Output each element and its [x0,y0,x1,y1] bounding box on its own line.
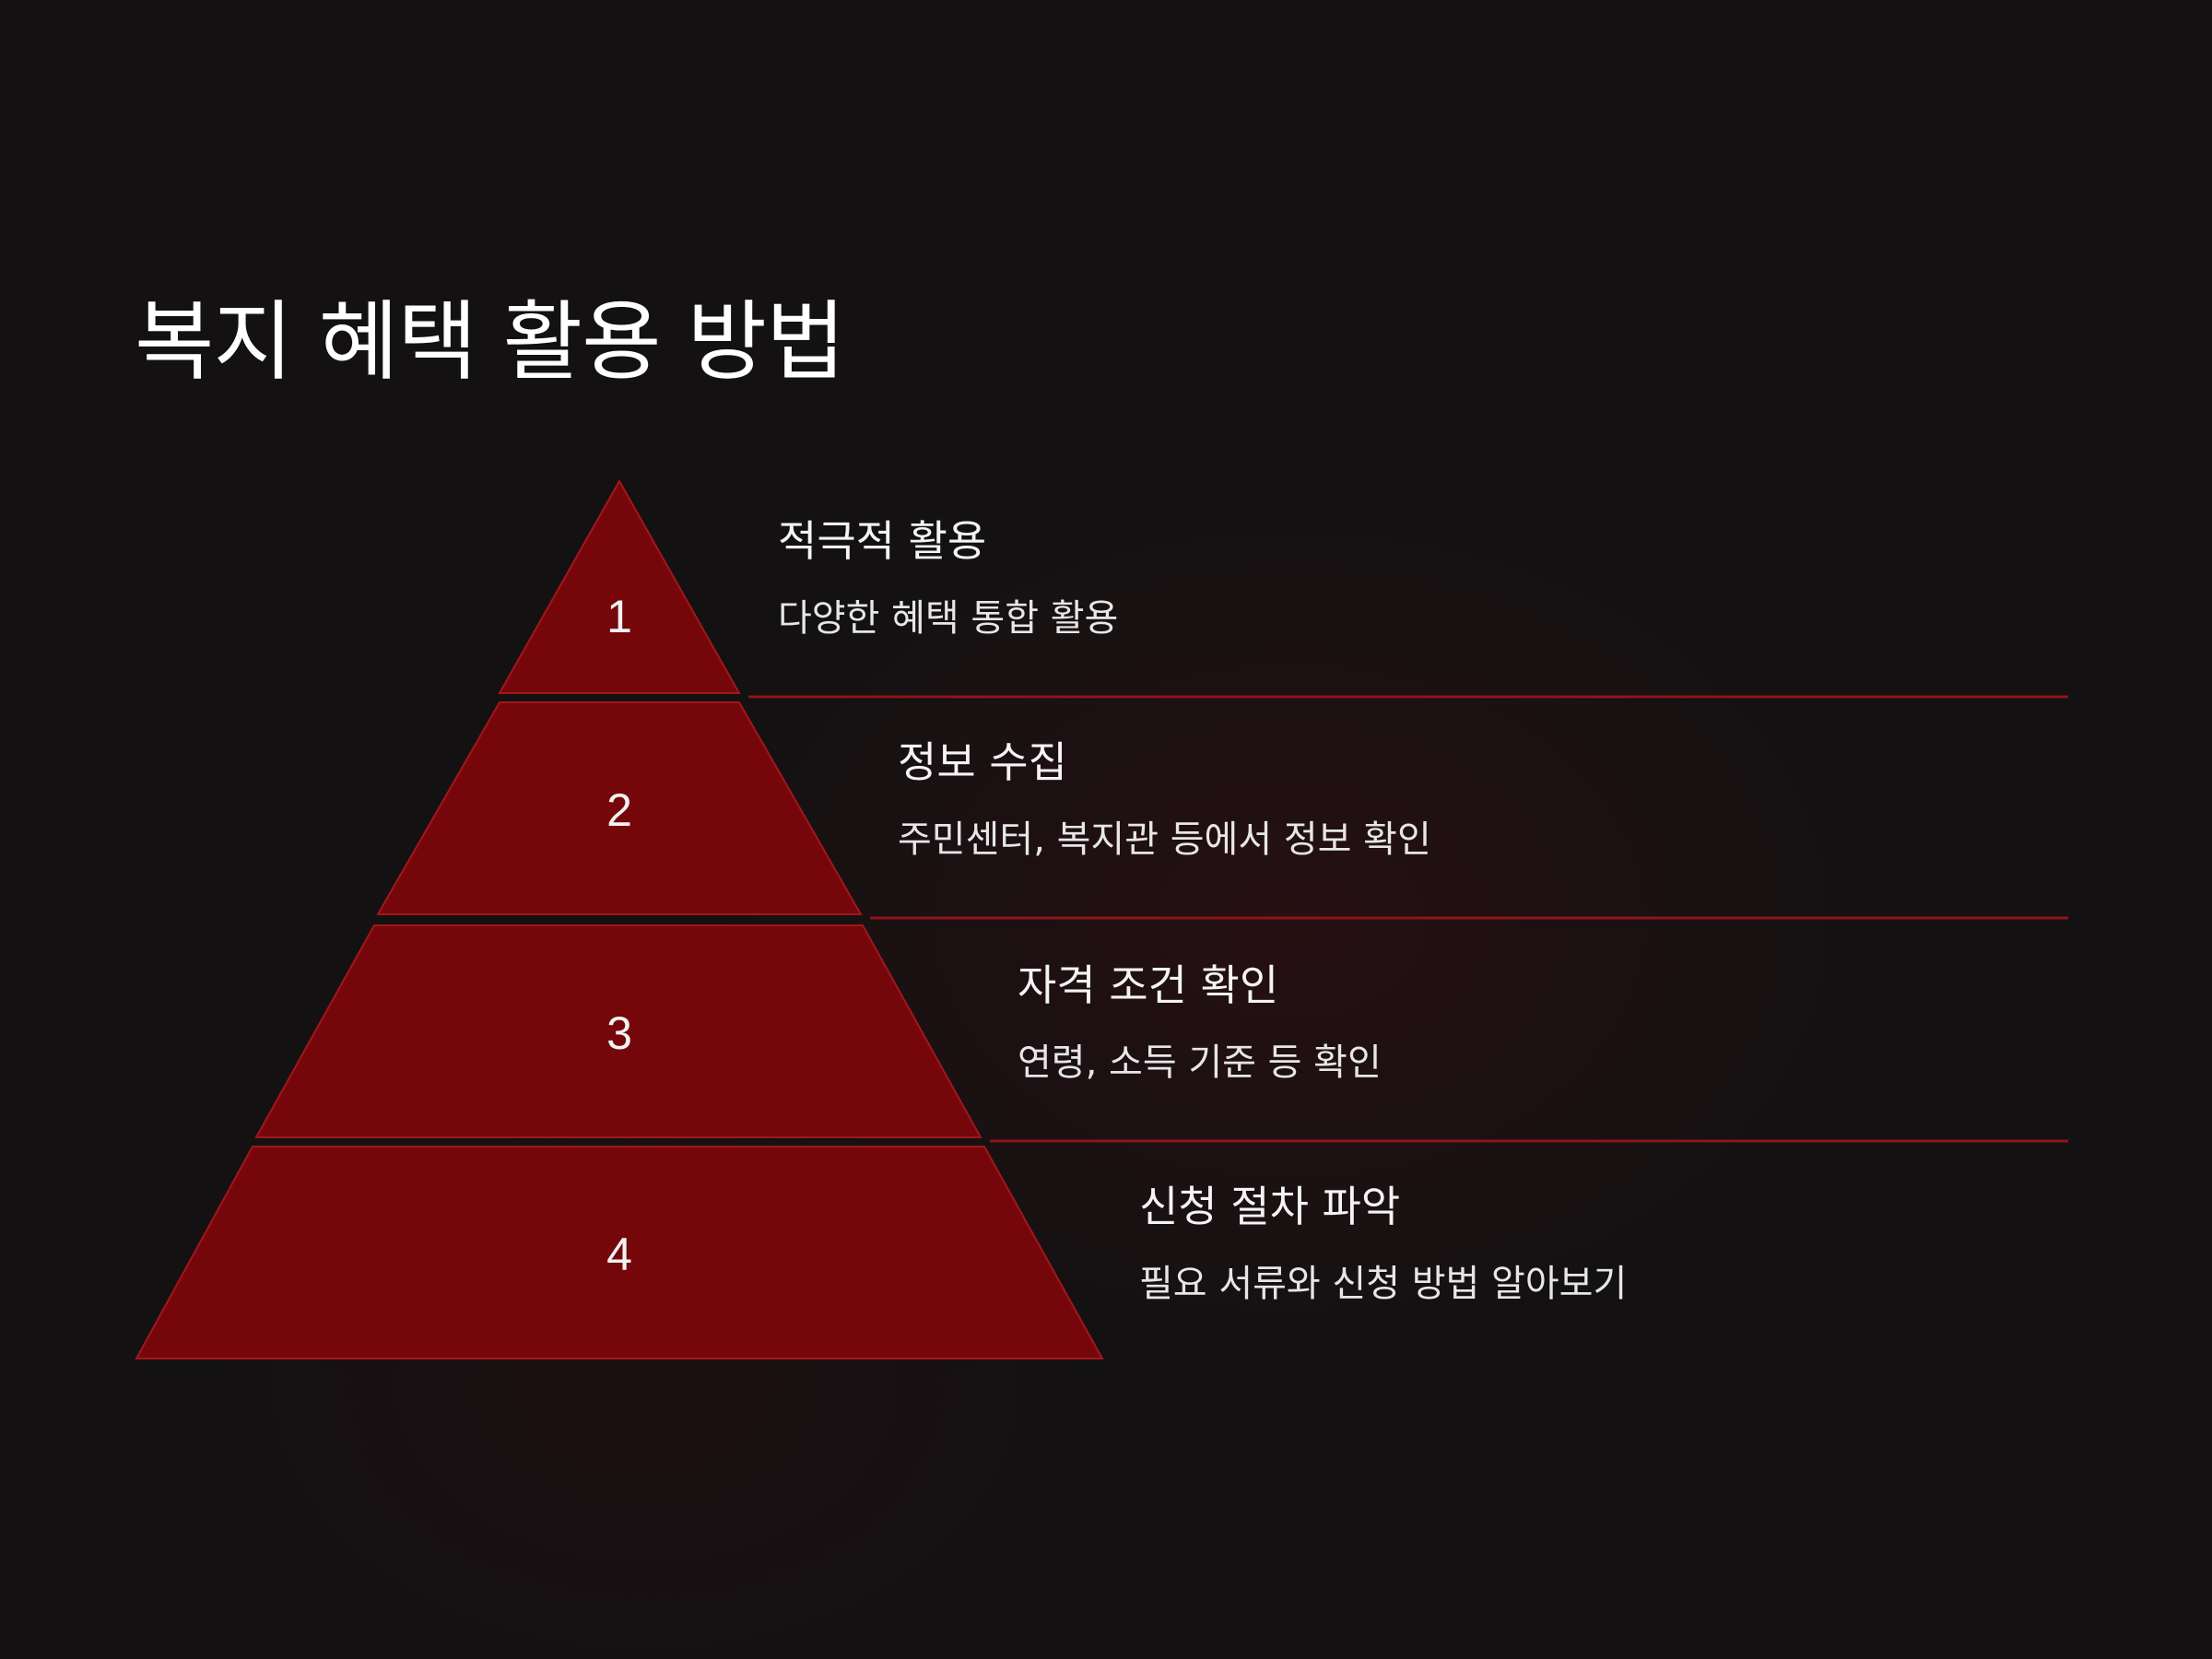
level-3-description: 연령, 소득 기준 등 확인 [1018,1041,1382,1085]
pyramid-number-2: 2 [606,784,632,836]
pyramid-segment-2 [376,701,863,915]
level-1-heading: 적극적 활용 [778,516,987,566]
pyramid-segment-1 [498,478,741,694]
pyramid-number-4: 4 [606,1229,632,1280]
level-1-description: 다양한 혜택 통합 활용 [778,597,1119,641]
pyramid-number-3: 3 [606,1007,632,1059]
level-4-heading: 신청 절차 파악 [1139,1182,1401,1231]
level-3-text: 자격 조건 확인 연령, 소득 기준 등 확인 [1018,960,1382,1085]
level-2-text: 정보 수집 주민센터, 복지관 등에서 정보 확인 [898,737,1431,862]
level-2-description: 주민센터, 복지관 등에서 정보 확인 [898,818,1431,862]
pyramid-segment-3 [254,924,982,1138]
level-4-description: 필요 서류와 신청 방법 알아보기 [1139,1263,1628,1306]
level-1-text: 적극적 활용 다양한 혜택 통합 활용 [778,516,1118,641]
level-2-heading: 정보 수집 [898,737,1067,787]
level-3-heading: 자격 조건 확인 [1018,960,1279,1010]
pyramid-segment-4 [135,1146,1104,1359]
pyramid-number-1: 1 [606,591,632,642]
level-4-text: 신청 절차 파악 필요 서류와 신청 방법 알아보기 [1139,1182,1627,1306]
page-title: 복지 혜택 활용 방법 [135,292,845,393]
